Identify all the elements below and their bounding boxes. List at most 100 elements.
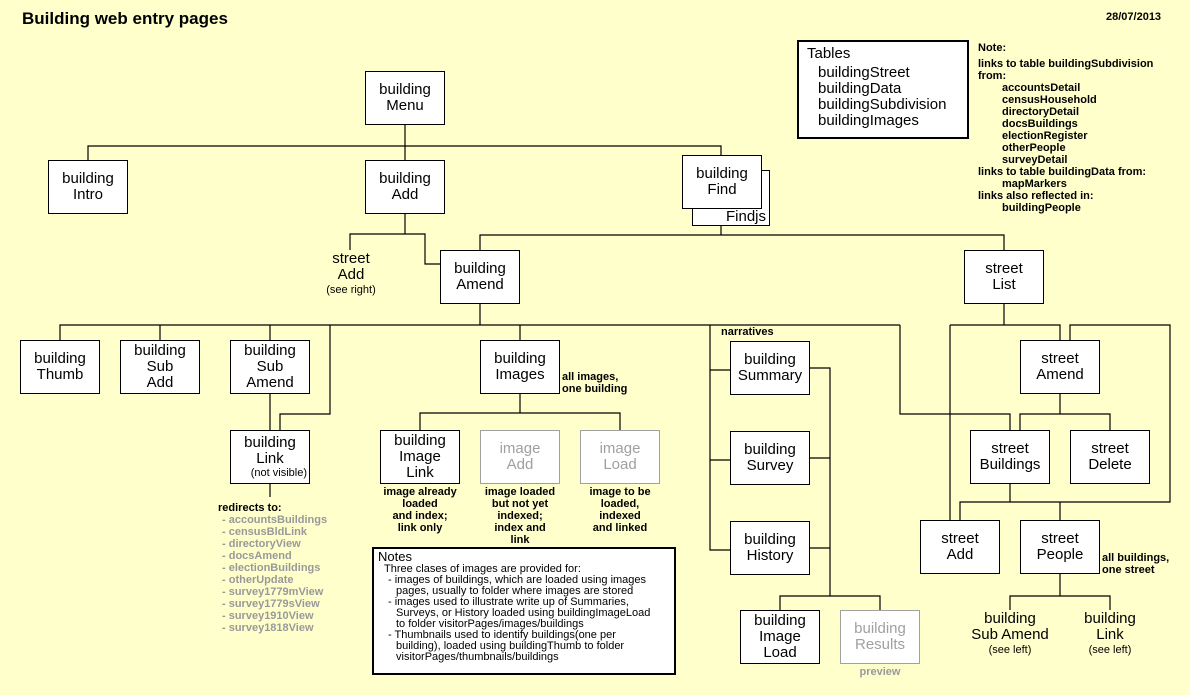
table-item: buildingData [818, 80, 902, 97]
redirect-item: - directoryView [222, 538, 301, 550]
note-line: all images, [562, 371, 619, 383]
node-label: street [1091, 440, 1129, 457]
node-label: Add [946, 546, 974, 563]
node-label: Amend [456, 276, 504, 293]
links-note: Note: links to table buildingSubdivision… [978, 42, 1153, 214]
note-line: link only [397, 522, 443, 534]
notes-bullet: - Thumbnails used to identify buildings(… [388, 629, 616, 641]
image-link-note: image already loaded and index; link onl… [374, 486, 466, 534]
redirects-list: redirects to: - accountsBuildings - cens… [218, 502, 327, 634]
node-label: Survey [746, 457, 794, 474]
note-line: and linked [592, 522, 648, 534]
note-line: indexed [599, 510, 641, 522]
note-line: index and [494, 522, 546, 534]
node-label: building [379, 170, 431, 187]
node-label: building [379, 81, 431, 98]
node-note: (see left) [988, 644, 1032, 656]
note-line: but not yet [491, 498, 549, 510]
node-note: (see left) [1088, 644, 1132, 656]
note-line: loaded, [600, 498, 640, 510]
note-line: one street [1102, 564, 1155, 576]
node-label: Intro [72, 186, 103, 203]
node-label: Add [337, 266, 365, 283]
node-label: Delete [1088, 456, 1132, 473]
node-label: building [854, 620, 906, 637]
node-label: building [134, 342, 186, 359]
node-label: street [985, 260, 1023, 277]
note-source: directoryDetail [1002, 106, 1080, 118]
node-label: building [62, 170, 114, 187]
note-source: docsBuildings [1002, 118, 1078, 130]
note-line: indexed; [497, 510, 543, 522]
note-line: image already [383, 486, 457, 498]
node-label: building [34, 350, 86, 367]
node-note: (see right) [326, 284, 376, 296]
node-label: building [744, 351, 796, 368]
node-label: building [454, 260, 506, 277]
node-building-sub-amend-ref: building Sub Amend (see left) [965, 611, 1055, 657]
redirect-item: - survey1818View [222, 622, 314, 634]
node-label: building [394, 432, 446, 449]
node-label: street [1041, 350, 1079, 367]
node-label: Buildings [979, 456, 1041, 473]
node-label: Amend [246, 374, 294, 391]
node-label: Sub [146, 358, 174, 375]
notes-bullet: - images of buildings, which are loaded … [388, 574, 647, 586]
node-label: building [1084, 610, 1136, 627]
notes-box: Notes Three clases of images are provide… [372, 547, 676, 675]
notes-intro: Three clases of images are provided for: [384, 563, 581, 575]
redirect-item: - otherUpdate [222, 574, 294, 586]
node-note: (not visible) [250, 467, 307, 479]
note-line: one building [562, 383, 628, 395]
notes-bullet: to folder visitorPages/images/buildings [396, 618, 584, 630]
note-source: surveyDetail [1002, 154, 1068, 166]
node-label: Menu [386, 97, 424, 114]
note-source: buildingPeople [1002, 202, 1081, 214]
note-heading: Note: [978, 42, 1007, 54]
note-source: accountsDetail [1002, 82, 1081, 94]
node-label: Amend [1036, 366, 1084, 383]
node-label: Image [759, 628, 801, 645]
table-item: buildingStreet [818, 64, 910, 81]
node-label: building [984, 610, 1036, 627]
node-label: building [244, 434, 296, 451]
node-label: street [941, 530, 979, 547]
redirects-heading: redirects to: [218, 502, 282, 514]
redirect-item: - accountsBuildings [222, 514, 328, 526]
narratives-label: narratives [721, 326, 774, 338]
node-street-add-ref: street Add (see right) [316, 251, 386, 297]
people-note: all buildings, one street [1102, 552, 1169, 576]
table-item: buildingSubdivision [818, 96, 947, 113]
table-item: buildingImages [818, 112, 919, 129]
tables-legend-box: Tables buildingStreet buildingData build… [797, 40, 969, 139]
node-label: image [499, 440, 541, 457]
preview-label: preview [859, 666, 901, 678]
note-line: image to be [589, 486, 651, 498]
redirect-item: - electionBuildings [222, 562, 321, 574]
node-label: image [599, 440, 641, 457]
note-line: links to table buildingSubdivision [978, 58, 1154, 70]
node-label: building [696, 165, 748, 182]
tables-heading: Tables [807, 45, 851, 62]
notes-bullet: pages, usually to folder where images ar… [396, 585, 634, 597]
node-label: Add [146, 374, 174, 391]
node-label: Link [406, 464, 434, 481]
